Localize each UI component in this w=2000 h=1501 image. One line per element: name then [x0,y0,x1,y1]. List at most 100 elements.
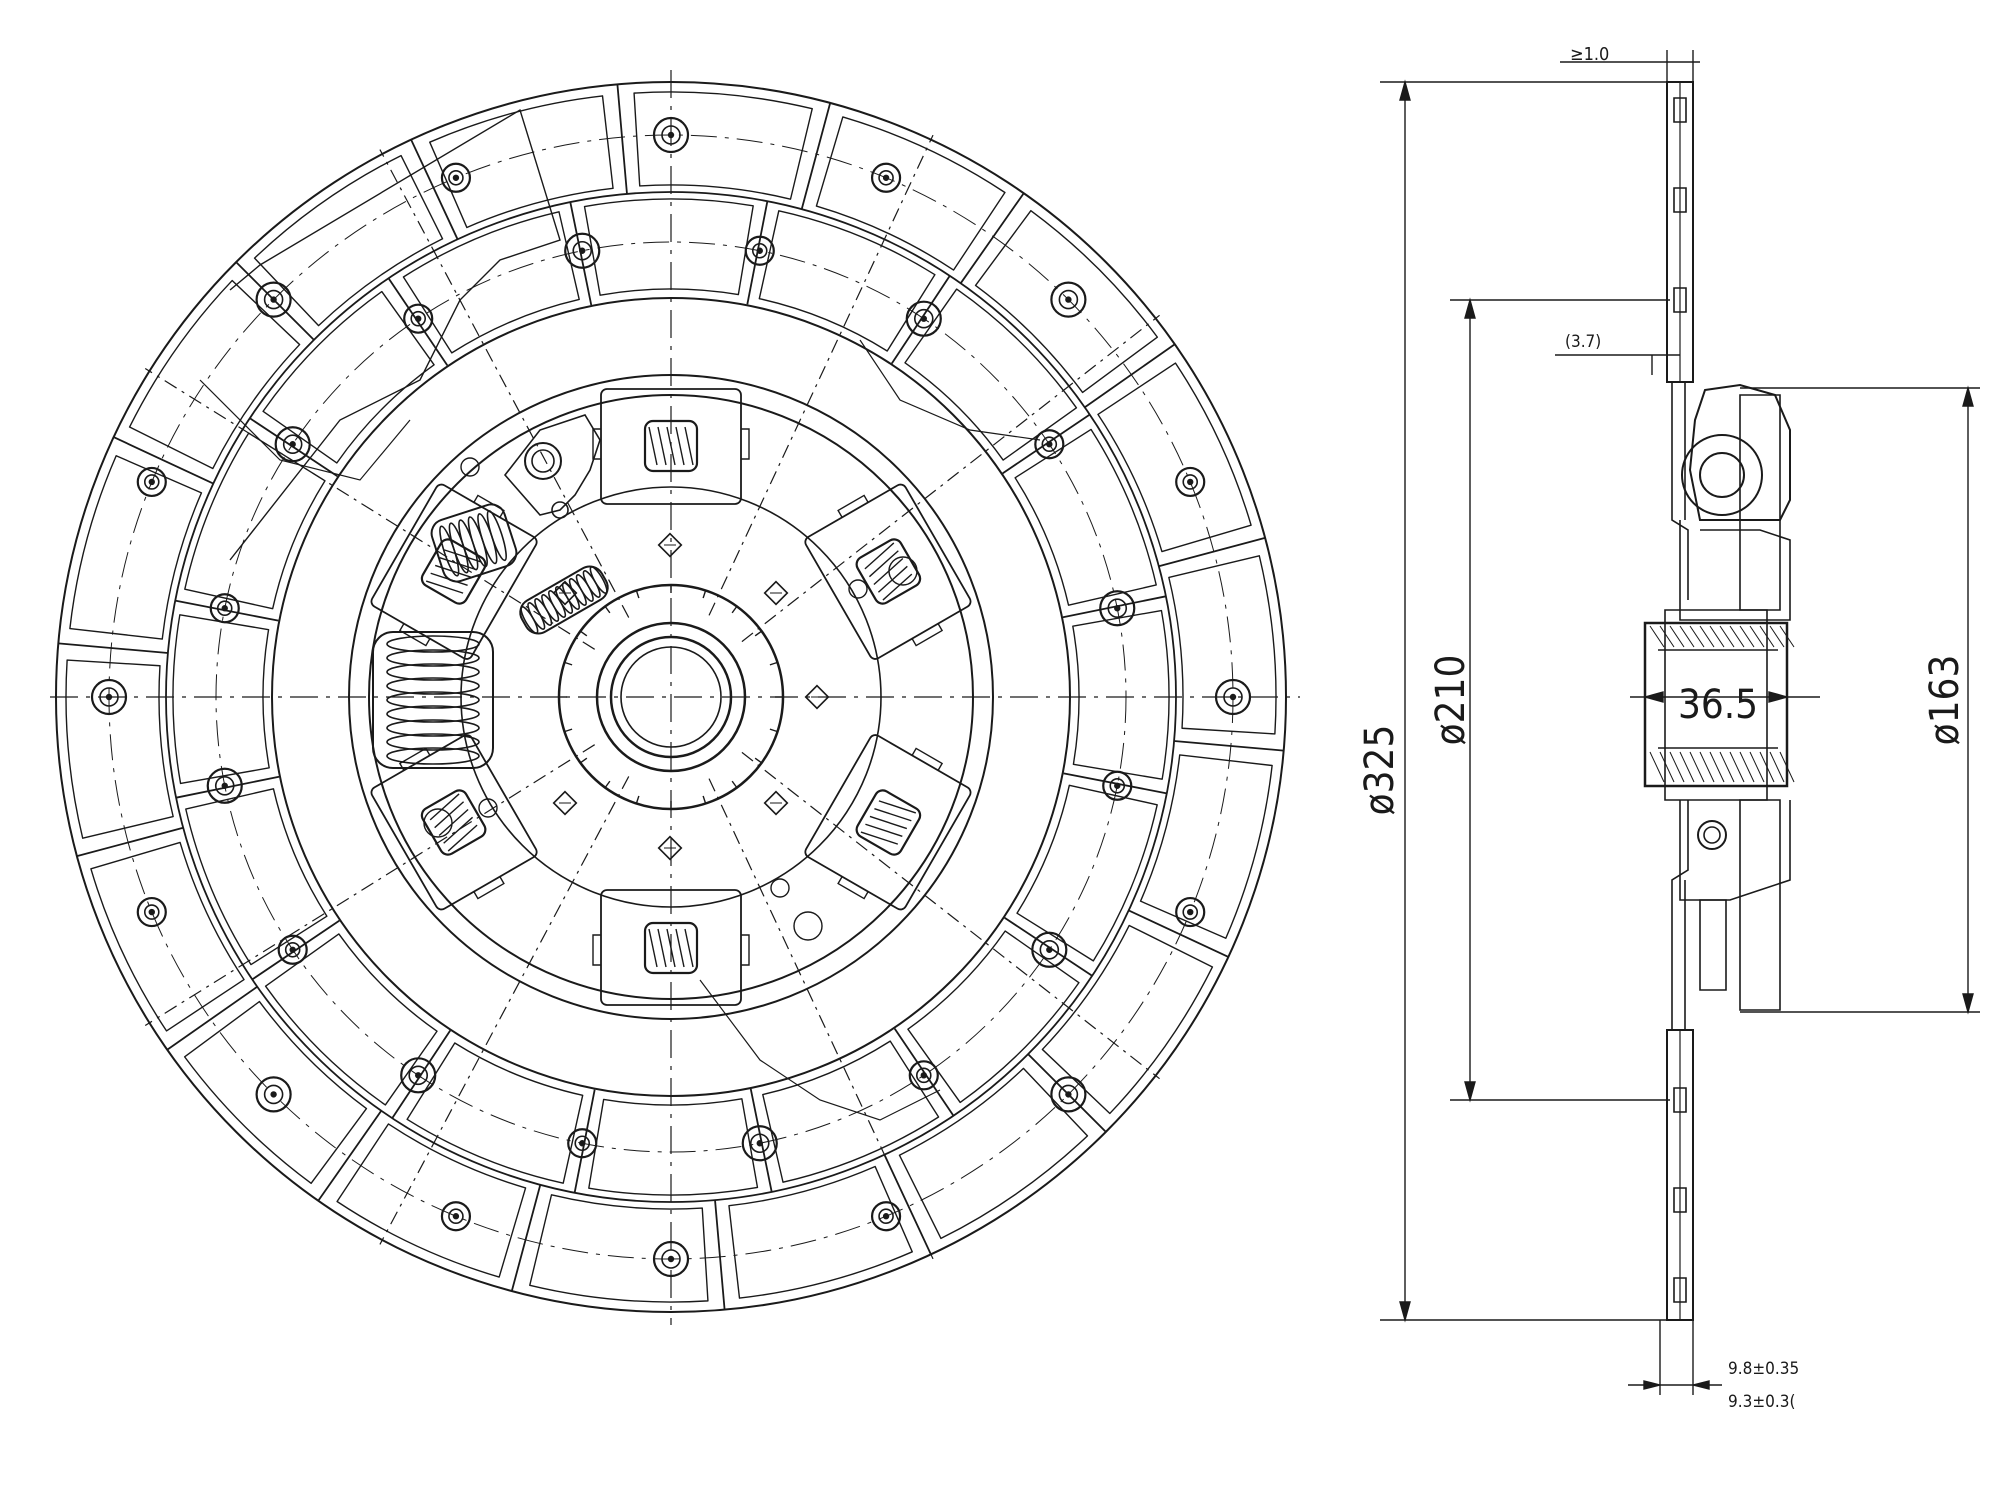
damper-spring-assembly [593,389,749,504]
hub-notch [580,631,586,636]
inner-rivet-inner [1042,437,1056,451]
inner-rivet-center [922,1073,926,1077]
outer-rivet-center [454,1214,458,1218]
outer-segment-cell [185,1002,367,1184]
inner-rivet-center [758,249,762,253]
hub-notch [703,590,705,598]
dim-thickness-free: 9.8±0.35 [1728,1359,1799,1379]
hub-hatch-line [1700,752,1714,782]
inner-rivet-pitch-circle [216,242,1126,1152]
hub-hatch-line [1660,626,1674,647]
outer-rivet-inner [1059,291,1077,309]
inner-rivet [910,1061,938,1089]
hub-hatch-line [1740,752,1754,782]
outer-rivet-inner [449,1209,463,1223]
hub-notch [703,796,705,804]
window-tab-left [474,877,504,899]
hub-hatch-line [1720,752,1734,782]
inner-rivet-inner [1040,941,1058,959]
outer-rivet-center [1188,910,1192,914]
facing-rivet-mark [1674,288,1686,312]
facing-rivets [1674,98,1686,1302]
inner-rivet-inner [411,312,425,326]
front-centerlines [50,70,1300,1325]
main-spring-coil [387,706,479,722]
upper-spring-coil [484,509,510,562]
main-spring-coil [387,720,479,736]
window-tab-left [838,495,868,517]
inner-segment-cell [1073,611,1169,780]
dim-arrow [1963,388,1973,406]
dim-hub-width: 36.5 [1678,682,1758,728]
main-spring-coil [387,636,479,652]
damper-spring-assembly [799,726,977,919]
window-tab-left [912,748,942,770]
hub-hatch-line [1700,626,1714,647]
hub-notch [580,758,586,763]
dim-arrow [1465,1082,1475,1100]
damper-spring-windows [365,389,976,1005]
outer-segment-cell [70,456,202,639]
window-tab-left [741,935,749,965]
spring-coil [861,543,898,569]
hub-body [1645,623,1787,786]
window-tab-right [741,429,749,459]
outer-segment-divider [1159,538,1265,566]
hub-hatch-line [1780,752,1794,782]
spring-coil [865,817,902,843]
inner-segment-cell [589,1099,758,1195]
facing-rivet-mark [1674,1278,1686,1302]
dim-arrow [1693,1381,1709,1389]
inner-rivet [404,305,432,333]
spring-coil [879,794,916,820]
outer-rivet [654,118,688,152]
outer-segment-cell [130,281,300,469]
hub-hatching [1650,626,1794,782]
cushion-segment-cut-3 [700,980,940,1120]
section-view [1380,50,1980,1395]
dim-arrow [1400,82,1410,100]
facing-rivet-mark [1674,1088,1686,1112]
outer-segment-divider [1174,741,1284,751]
outer-segment-divider [884,1155,930,1255]
outer-segment-cell [1141,755,1273,938]
dim-arrow [1400,1302,1410,1320]
window-tab-left [400,624,430,646]
stop-pins [554,534,829,860]
spring-coil [685,427,693,465]
section-dimension-lines [1380,50,1980,1395]
main-spring-coil [387,650,479,666]
inner-rivet-inner [573,242,591,260]
outer-rivet-center [271,297,275,301]
outer-rivet [257,1077,291,1111]
stop-pin [659,837,682,860]
outer-segment-divider [77,828,183,856]
outer-rivet-center [454,176,458,180]
outer-rivet [257,283,291,317]
outer-segment-divider [411,140,457,240]
dim-arrow [1769,692,1787,702]
spring-coil-housing [419,536,488,606]
inner-rivet [208,769,242,803]
dim-friction-inner-diameter: ø210 [1428,655,1474,746]
hub-flange-upper [1690,385,1790,520]
hub-hatch-line [1780,626,1794,647]
spring-coil [667,427,675,465]
outer-segment-divider [715,1200,725,1310]
outer-segment-cell [530,1195,708,1302]
spring-coil [426,794,463,820]
inner-segment-cell [759,211,935,351]
outer-segment-divider [961,193,1024,283]
spring-coil [435,810,472,836]
inner-rivet [401,1058,435,1092]
outer-rivet-inner [1183,905,1197,919]
outer-rivet-center [1066,297,1070,301]
outer-rivet [442,164,470,192]
inner-rivet [1035,430,1063,458]
spring-coil-housing [854,787,923,857]
outer-rivet-inner [449,171,463,185]
inner-rivet [279,936,307,964]
outer-rivet-inner [145,905,159,919]
inner-rivet-inner [1108,599,1126,617]
inner-rivet-inner [915,310,933,328]
